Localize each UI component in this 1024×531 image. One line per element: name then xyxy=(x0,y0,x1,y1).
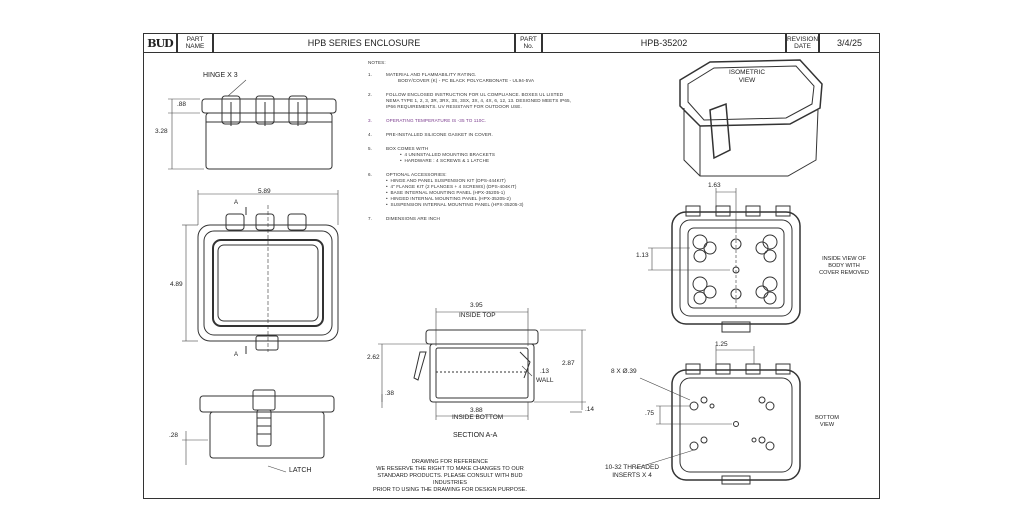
notes-block: NOTES: 1.MATERIAL AND FLAMMABILITY RATIN… xyxy=(368,60,571,222)
section-view xyxy=(413,329,539,403)
dim-028: .28 xyxy=(169,432,179,439)
hole-callout: 8 X Ø.39 xyxy=(611,368,637,375)
note-6: 6.OPTIONAL ACCESSORIES: xyxy=(368,172,447,177)
note-6-bullet-1: • HINGE AND PANEL SUSPENSION KIT (DPS-44… xyxy=(386,178,506,183)
inside-view-label: INSIDE VIEW OF BODY WITH COVER REMOVED xyxy=(819,256,869,276)
dim-388: 3.88 xyxy=(470,407,483,414)
part-no-value: HPB-35202 xyxy=(542,33,786,53)
dim-395: 3.95 xyxy=(470,302,483,309)
dim-088: .88 xyxy=(177,101,187,108)
reference-note-line-4: PRIOR TO USING THE DRAWING FOR DESIGN PU… xyxy=(373,487,527,493)
note-7: 7.DIMENSIONS ARE INCH xyxy=(368,216,440,221)
note-5: 5.BOX COMES WITH xyxy=(368,146,429,151)
dim-163: 1.63 xyxy=(708,182,721,189)
dim-075: .75 xyxy=(645,410,655,417)
dim-589: 5.89 xyxy=(258,188,271,195)
bud-logo: BUD xyxy=(143,33,177,53)
threaded-inserts-label: 10-32 THREADED INSERTS X 4 xyxy=(604,464,660,479)
note-6-bullet-5: • SUSPENSION INTERNAL MOUNTING PANEL (HP… xyxy=(386,202,524,207)
reference-note-line-1: DRAWING FOR REFERENCE xyxy=(411,459,489,465)
revision-date: 3/4/25 xyxy=(819,33,880,53)
dim-287: 2.87 xyxy=(562,360,575,367)
wall-label: WALL xyxy=(536,377,554,384)
dim-262: 2.62 xyxy=(367,354,380,361)
notes-heading: NOTES: xyxy=(368,60,386,65)
isometric-view xyxy=(679,59,823,177)
note-2-sub: NEMA TYPE 1, 2, 3, 3R, 3RX, 3S, 3SX, 3X,… xyxy=(386,98,572,103)
note-1: 1.MATERIAL AND FLAMMABILITY RATING. xyxy=(368,72,477,77)
note-3: 3.OPERATING TEMPERATURE IS -35 TO 110C. xyxy=(368,118,487,123)
section-marker-top: A xyxy=(234,200,239,206)
note-2-sub2: IP66 REQUIREMENTS. UV RESISTANT FOR OUTD… xyxy=(386,104,522,109)
note-5-bullet-1: • 4 UNINSTALLED MOUNTING BRACKETS xyxy=(400,152,496,157)
section-marker-bottom: A xyxy=(234,352,239,358)
latch-label: LATCH xyxy=(289,467,312,474)
dim-013: .13 xyxy=(540,368,550,375)
reference-note-line-3: STANDARD PRODUCTS. PLEASE CONSULT WITH B… xyxy=(377,473,523,486)
reference-note: DRAWING FOR REFERENCE WE RESERVE THE RIG… xyxy=(360,459,540,494)
dim-328: 3.28 xyxy=(155,128,168,135)
note-6-bullet-4: • HINGED INTERNAL MOUNTING PANEL (HPX-35… xyxy=(386,196,511,201)
note-2: 2.FOLLOW ENCLOSED INSTRUCTION FOR UL COM… xyxy=(368,92,564,97)
bottom-view-label: BOTTOM VIEW xyxy=(815,415,839,428)
front-view xyxy=(201,95,337,170)
reference-note-line-2: WE RESERVE THE RIGHT TO MAKE CHANGES TO … xyxy=(376,466,524,472)
dim-113: 1.13 xyxy=(636,252,649,259)
note-6-bullet-3: • BASE INTERNAL MOUNTING PANEL (HPX-3520… xyxy=(386,190,506,195)
section-label: SECTION A-A xyxy=(453,432,498,439)
note-1-sub: BODY/COVER (K) - PC BLACK POLYCARBONATE … xyxy=(398,78,535,83)
isometric-label: ISOMETRIC VIEW xyxy=(728,69,766,84)
dim-489: 4.89 xyxy=(170,281,183,288)
dim-125: 1.25 xyxy=(715,341,728,348)
inside-bottom-label: INSIDE BOTTOM xyxy=(452,414,504,421)
part-name-label: PART NAME xyxy=(177,33,213,53)
part-no-label: PART No. xyxy=(515,33,542,53)
revision-label: REVISION DATE xyxy=(786,33,819,53)
inside-top-label: INSIDE TOP xyxy=(459,312,496,319)
note-6-bullet-2: • 4" FLANGE KIT (2 FLANGES + 4 SCREWS) (… xyxy=(386,184,517,189)
side-view xyxy=(199,389,335,459)
note-4: 4.PRE-INSTALLED SILICONE GASKET IN COVER… xyxy=(368,132,493,137)
dim-038: .38 xyxy=(385,390,395,397)
part-name-value: HPB SERIES ENCLOSURE xyxy=(213,33,515,53)
top-view xyxy=(197,205,339,354)
dim-014: .14 xyxy=(585,406,595,413)
note-5-bullet-2: • HARDWARE : 4 SCREWS & 1 LATCHE xyxy=(400,158,490,163)
bottom-view xyxy=(671,363,801,485)
hinge-label: HINGE X 3 xyxy=(203,72,238,79)
